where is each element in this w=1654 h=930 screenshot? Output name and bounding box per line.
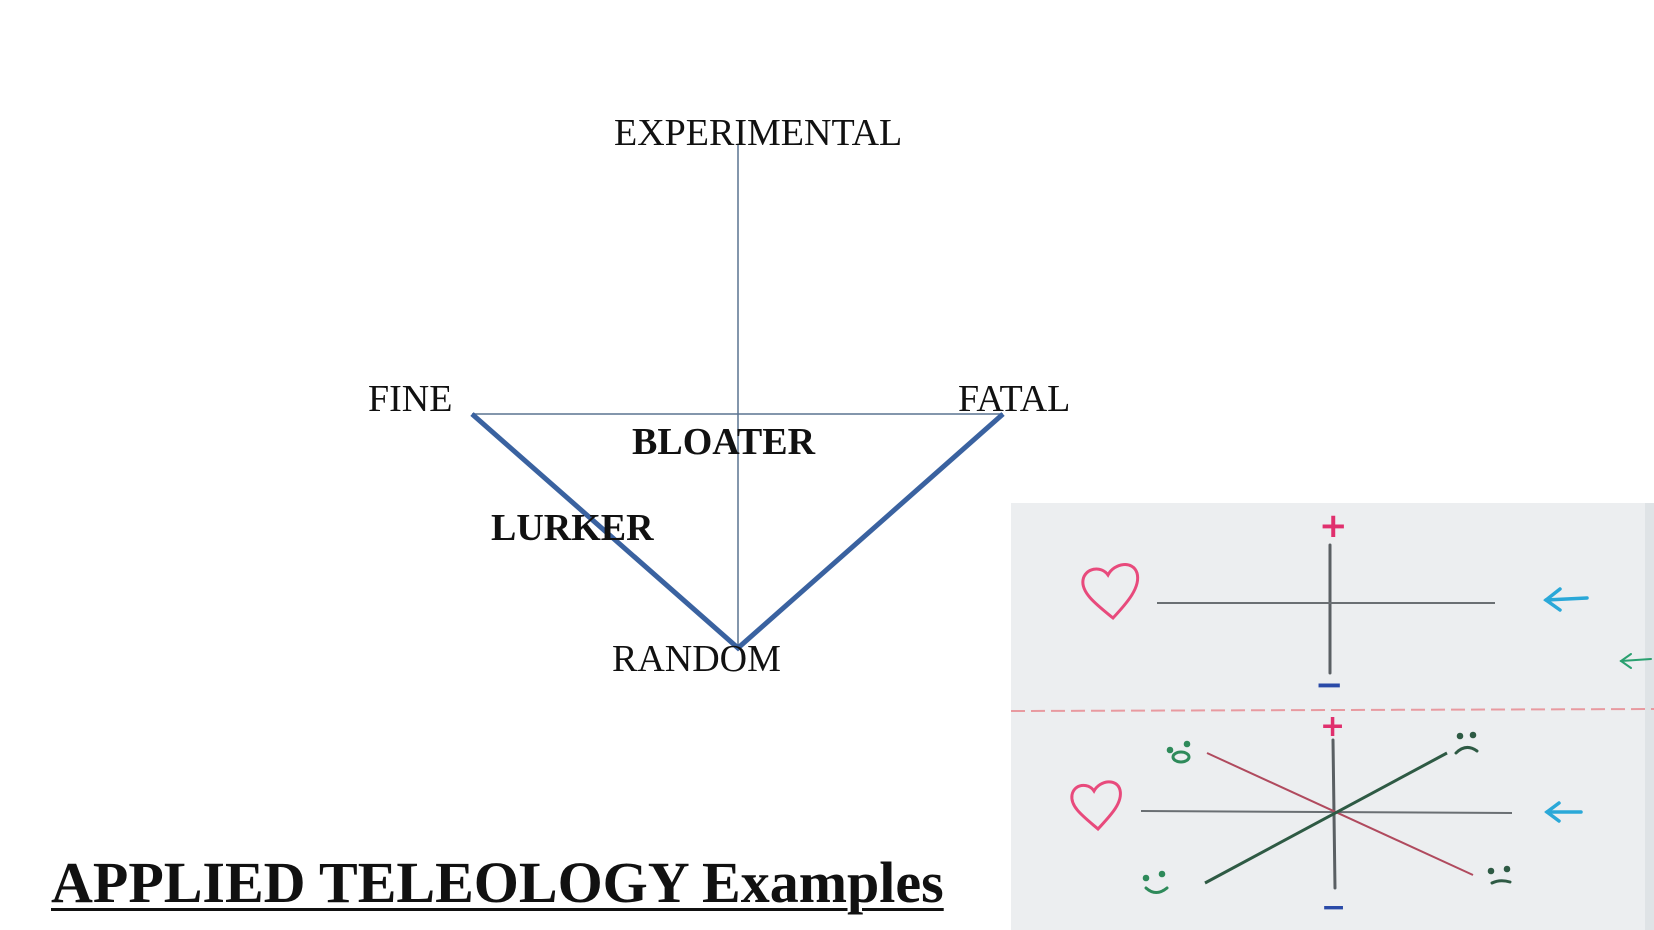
green-diagonal-line <box>1204 751 1448 885</box>
slide-title: APPLIED TELEOLOGY Examples <box>51 850 944 915</box>
axis-label-fatal: FATAL <box>958 378 1071 420</box>
lower-plus-sign: + <box>1320 709 1345 744</box>
zone-label-bloater: BLOATER <box>632 421 816 463</box>
v-shape <box>470 412 1005 652</box>
upper-plus-sign: + <box>1319 506 1348 546</box>
dashed-divider <box>1011 708 1654 712</box>
frown-face-icon <box>1487 865 1512 885</box>
lower-minus-sign: − <box>1321 890 1346 925</box>
lower-arrow-icon <box>1544 801 1583 823</box>
smiley-face-icon <box>1142 870 1169 894</box>
lower-heart-icon <box>1070 780 1122 832</box>
lower-horizontal-axis <box>1140 810 1513 814</box>
upper-heart-icon <box>1081 563 1140 621</box>
axis-label-experimental: EXPERIMENTAL <box>614 112 903 154</box>
zone-label-lurker: LURKER <box>491 507 654 549</box>
upper-minus-sign: − <box>1315 665 1344 705</box>
axis-label-fine: FINE <box>368 378 453 420</box>
axis-label-random: RANDOM <box>612 638 781 680</box>
sketch-photo: + − + − <box>1011 503 1654 930</box>
upper-arrow-icon <box>1543 587 1589 612</box>
surprised-face-icon <box>1166 740 1191 764</box>
red-diagonal-line <box>1206 752 1474 876</box>
sketch-drawing: + − + − <box>1011 503 1654 930</box>
edge-arrow-icon <box>1619 653 1652 669</box>
sad-face-icon <box>1454 731 1479 755</box>
